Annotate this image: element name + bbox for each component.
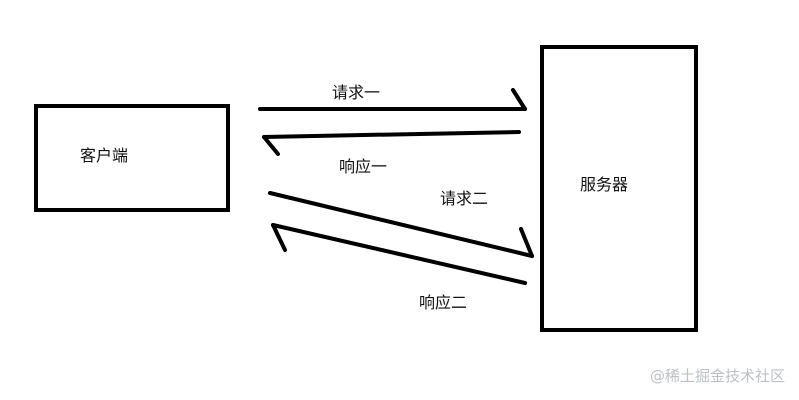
response-1-label: 响应一 [339, 157, 388, 176]
response-2-arrow [271, 223, 527, 285]
response-2-label: 响应二 [419, 293, 468, 312]
watermark: @稀土掘金技术社区 [649, 367, 785, 385]
response-1-arrow [262, 130, 521, 156]
client-node [34, 104, 230, 212]
request-1-label: 请求一 [332, 83, 381, 102]
client-label: 客户端 [80, 146, 129, 165]
request-1-arrow [258, 88, 527, 111]
server-node [540, 45, 698, 332]
server-label: 服务器 [580, 175, 629, 194]
request-2-label: 请求二 [440, 189, 489, 208]
request-2-arrow [268, 191, 534, 258]
